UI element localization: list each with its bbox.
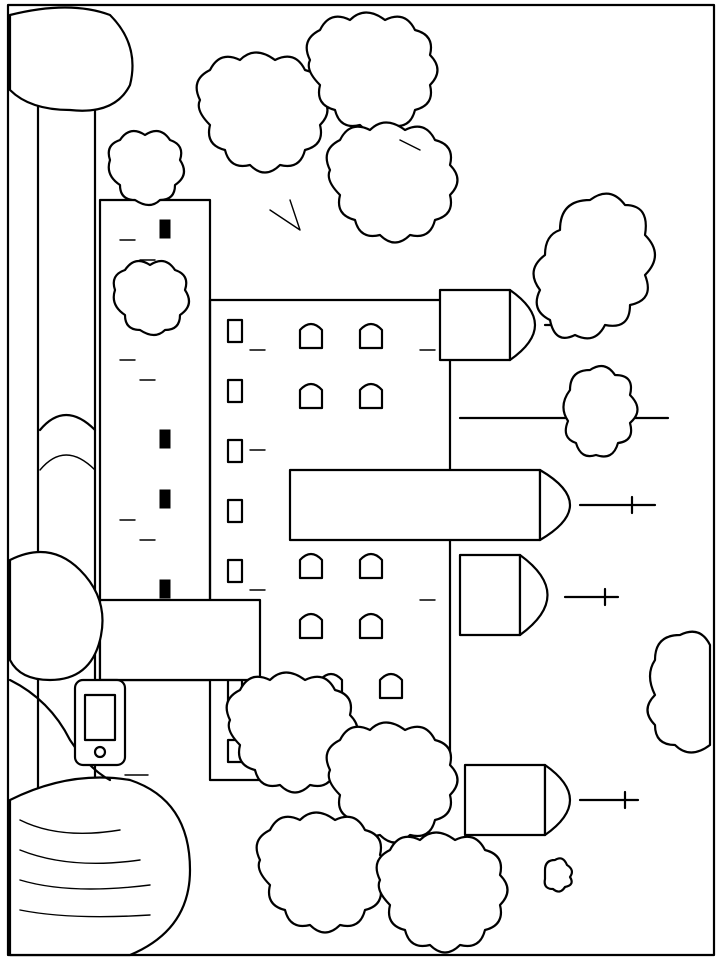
tower-dome [458,553,620,637]
page-border [6,3,716,957]
person-middle-head [8,550,104,682]
camera-icon [73,678,149,776]
cloud-middle [562,364,639,458]
gate-tower [98,598,262,682]
person-bottom-hair [8,776,192,957]
person-icon [8,6,192,957]
tower-middle [288,468,657,542]
tree-icon [107,11,509,954]
arm [8,678,112,782]
cloud-small [543,857,574,893]
stone-texture [119,239,436,601]
person-top-head [8,6,134,112]
cloud-top [532,192,657,340]
cloud-icon [532,192,712,893]
cloud-right [646,630,712,754]
tower-bottom [463,763,640,837]
